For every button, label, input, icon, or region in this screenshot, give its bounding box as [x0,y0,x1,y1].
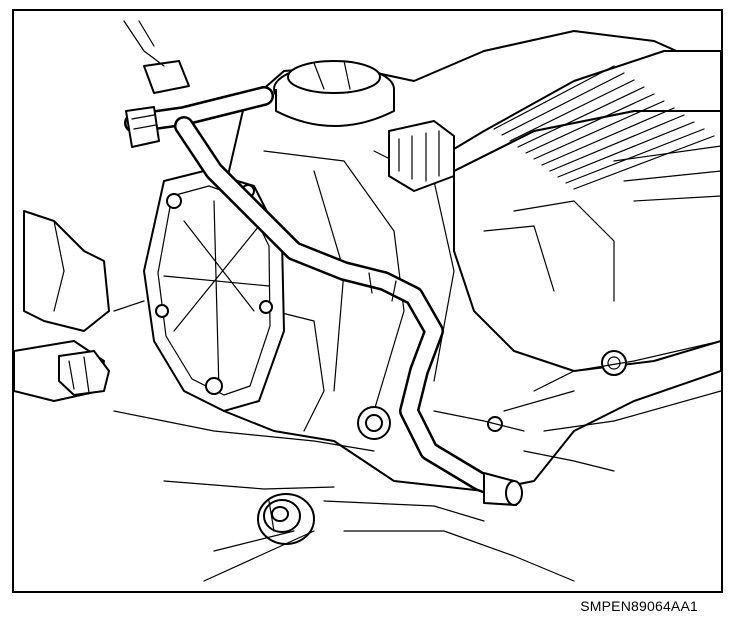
lower-structure [113,300,721,582]
flange-nut [257,493,315,545]
diagram-frame [12,9,723,593]
vacuum-hose [124,86,514,501]
figure-reference-code: SMPEN89064AA1 [580,598,698,614]
hose-end-fitting [483,472,523,506]
cooling-fins [493,65,721,202]
sensor-connector [123,20,190,148]
oil-fill-cap [273,60,395,127]
engine-illustration [14,20,721,582]
electrical-connector [388,120,455,192]
mounting-bolt [357,406,391,440]
leader-lines [203,390,575,582]
harness-clip [58,350,110,396]
